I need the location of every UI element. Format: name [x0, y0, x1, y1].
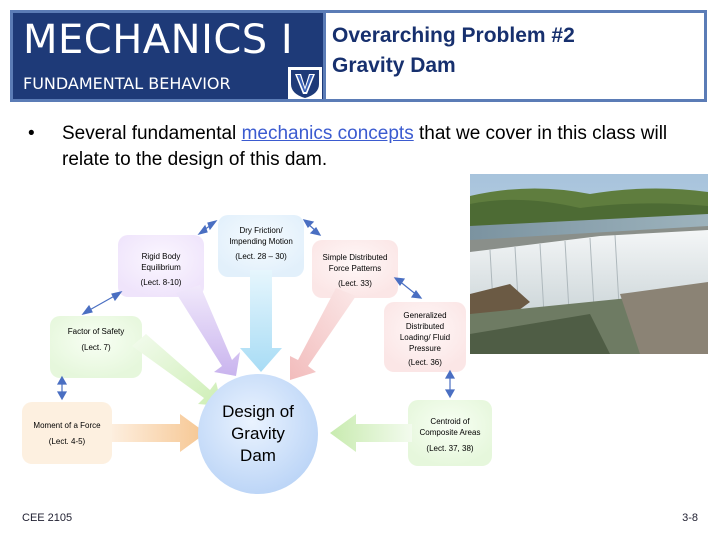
connector-arrow-rigid-friction: [197, 220, 218, 235]
centroid-label-line1: Centroid of: [430, 417, 470, 426]
generalized-lecture: (Lect. 36): [408, 358, 442, 367]
course-subtitle: FUNDAMENTAL BEHAVIOR: [23, 74, 231, 93]
course-banner: MECHANICS I FUNDAMENTAL BEHAVIOR: [13, 13, 323, 99]
centroid-node-box: [408, 400, 492, 466]
generalized-label-line3: Loading/ Fluid: [399, 333, 451, 342]
arrow-safety-to-center: [132, 334, 222, 406]
arrow-rigid-to-center: [176, 285, 240, 376]
slide-number: 3-8: [682, 512, 698, 524]
connector-arrow-safety-moment: [56, 375, 68, 401]
connector-arrow-distributed-generalized: [393, 277, 423, 299]
generalized-label-line1: Generalized: [403, 311, 447, 320]
design-of-gravity-dam-circle: [198, 374, 318, 494]
bullet-text: Several fundamental mechanics concepts t…: [62, 121, 688, 173]
moment-lecture: (Lect. 4-5): [48, 437, 86, 446]
distributed-lecture: (Lect. 33): [338, 279, 372, 288]
problem-name: Gravity Dam: [332, 54, 456, 77]
connector-arrow-friction-distributed: [302, 219, 322, 236]
centroid-node: Centroid of Composite Areas (Lect. 37, 3…: [408, 416, 492, 454]
friction-label-line1: Dry Friction/: [239, 226, 283, 235]
connector-arrow-generalized-centroid: [444, 369, 456, 399]
center-label-line3: Dam: [240, 446, 276, 465]
problem-title: Overarching Problem #2 Gravity Dam: [332, 21, 575, 81]
center-label-line2: Gravity: [231, 424, 285, 443]
moment-label-line1: Moment of a Force: [33, 421, 101, 430]
safety-lecture: (Lect. 7): [81, 343, 111, 352]
arrow-distributed-to-center: [290, 288, 356, 380]
centroid-lecture: (Lect. 37, 38): [426, 444, 474, 453]
bullet-text-after: that we cover in this class will relate …: [62, 123, 668, 170]
friction-label-line2: Impending Motion: [229, 237, 293, 246]
slide-header: MECHANICS I FUNDAMENTAL BEHAVIOR Overarc…: [10, 10, 707, 102]
rigid-body-node-box: [118, 235, 204, 297]
generalized-label-line2: Distributed: [405, 322, 445, 331]
generalized-label-line4: Pressure: [408, 344, 441, 353]
moment-node-box: [22, 402, 112, 464]
center-label: Design of Gravity Dam: [213, 401, 303, 467]
course-code: CEE 2105: [22, 512, 73, 524]
problem-number: Overarching Problem #2: [332, 24, 575, 47]
connector-arrow-rigid-safety: [81, 291, 123, 315]
rigid-label-line1: Rigid Body: [141, 252, 181, 261]
moment-node: Moment of a Force (Lect. 4-5): [22, 420, 112, 447]
generalized-node-box: [384, 302, 466, 372]
arrow-centroid-to-center: [330, 414, 412, 452]
friction-lecture: (Lect. 28 – 30): [235, 252, 287, 261]
arrow-friction-to-center: [240, 270, 282, 372]
distributed-force-node-box: [312, 240, 398, 298]
course-title: MECHANICS I: [23, 17, 294, 63]
distributed-force-node: Simple Distributed Force Patterns (Lect.…: [312, 252, 398, 289]
center-label-line1: Design of: [222, 402, 294, 421]
friction-node: Dry Friction/ Impending Motion (Lect. 28…: [218, 225, 304, 262]
gravity-dam-photo: [470, 174, 708, 354]
arrow-moment-to-center: [112, 414, 206, 452]
problem-title-box: Overarching Problem #2 Gravity Dam: [326, 13, 704, 99]
rigid-label-line2: Equilibrium: [141, 263, 181, 272]
bullet-icon: •: [28, 123, 35, 144]
rigid-lecture: (Lect. 8-10): [140, 278, 182, 287]
mechanics-concepts-link[interactable]: mechanics concepts: [241, 123, 414, 144]
bullet-text-before: Several fundamental: [62, 123, 242, 144]
safety-label-line1: Factor of Safety: [67, 327, 125, 336]
safety-node-box: [50, 316, 142, 378]
rigid-body-node: Rigid Body Equilibrium (Lect. 8-10): [118, 251, 204, 288]
villanova-v-shield-icon: [288, 67, 322, 99]
bullet-point: • Several fundamental mechanics concepts…: [28, 121, 688, 173]
distributed-label-line1: Simple Distributed: [322, 253, 388, 262]
generalized-node: Generalized Distributed Loading/ Fluid P…: [384, 310, 466, 368]
safety-node: Factor of Safety (Lect. 7): [50, 326, 142, 353]
centroid-label-line2: Composite Areas: [419, 428, 481, 437]
distributed-label-line2: Force Patterns: [328, 264, 382, 273]
friction-node-box: [218, 215, 304, 277]
